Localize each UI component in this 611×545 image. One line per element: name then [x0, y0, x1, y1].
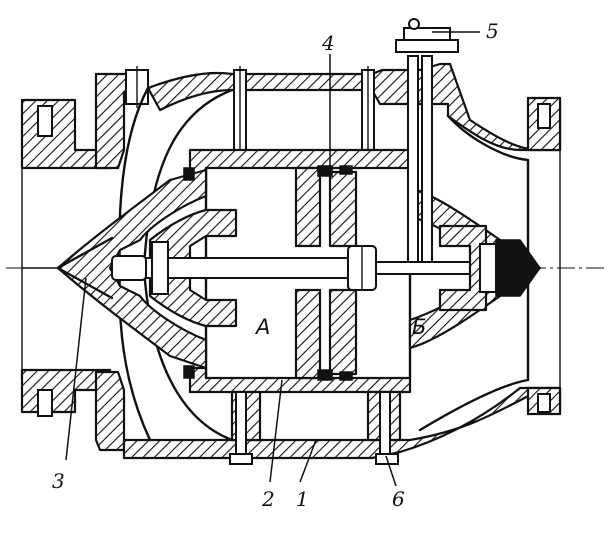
- cylinder: [188, 148, 412, 465]
- label-3: 3: [52, 469, 65, 493]
- central-rod: [111, 241, 497, 295]
- chamber-b-label: Б: [412, 315, 426, 339]
- left-inlet-flange: [20, 98, 112, 417]
- housing-top-bolts: [233, 66, 375, 168]
- leader-lines: [65, 31, 480, 487]
- label-1: 1: [296, 487, 309, 511]
- label-2: 2: [261, 487, 275, 511]
- label-4: 4: [321, 31, 335, 55]
- label-5: 5: [486, 19, 499, 43]
- chamber-a-label: A: [254, 315, 270, 339]
- left-housing-flange: [94, 66, 149, 452]
- label-6: 6: [392, 487, 405, 511]
- pilot-tube: [395, 18, 459, 263]
- diaphragm-disc: [148, 167, 238, 379]
- outlet-cone: [408, 186, 542, 350]
